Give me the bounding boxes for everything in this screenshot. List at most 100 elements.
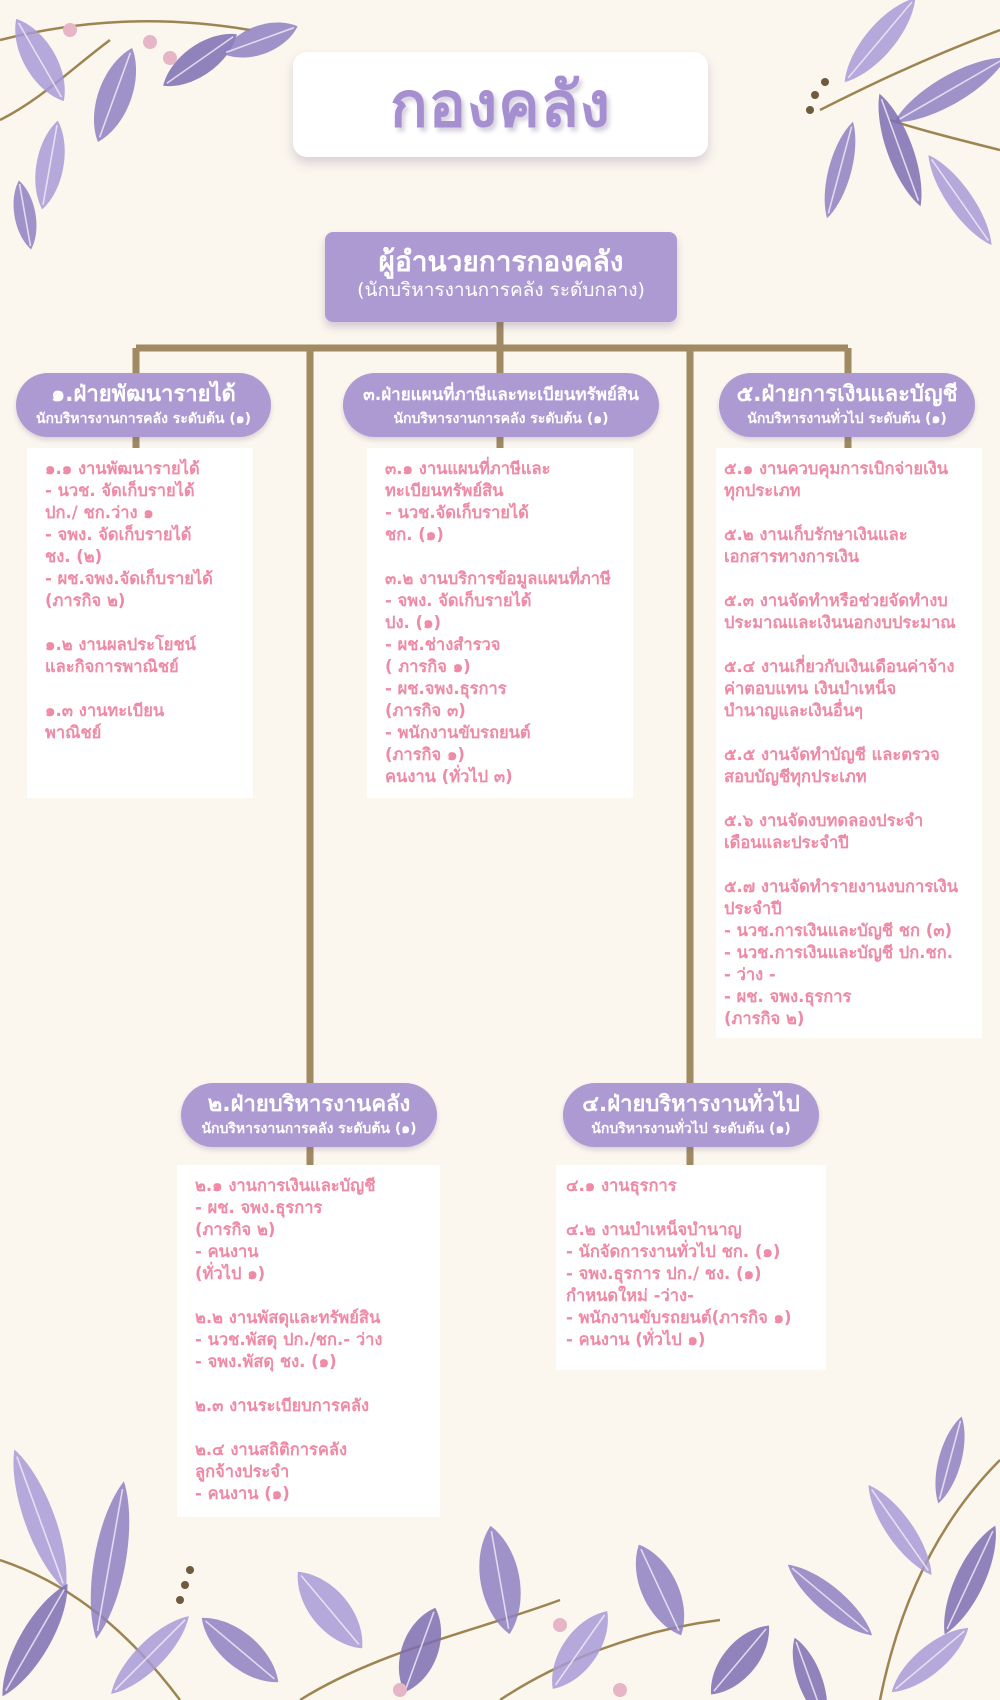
dept-3-title: ๓.ฝ่ายแผนที่ภาษีและทะเบียนทรัพย์สิน (363, 385, 639, 405)
dept-5-section-7: ๕.๗ งานจัดทำรายงานงบการเงิน ประจำปี - นว… (724, 877, 959, 1028)
leaf-bl-3 (2, 1583, 68, 1697)
leaf-tl-1-vein (17, 22, 63, 98)
berry-bc-1 (393, 1683, 407, 1697)
leaf-tl-6-vein (18, 183, 32, 247)
dept-5-section-5: ๕.๕ งานจัดทำบัญชี และตรวจ สอบบัญชีทุกประ… (724, 745, 940, 786)
dept-2-section-3: ๒.๓ งานระเบียบการคลัง (195, 1396, 370, 1415)
leaf-tr-2 (893, 57, 1000, 123)
leaf-br-6 (792, 1637, 828, 1700)
leaf-bl-1-vein (16, 1456, 64, 1584)
leaf-bc-1-vein (300, 1575, 360, 1645)
leaf-tl-3 (163, 33, 237, 87)
leaf-tl-5 (35, 120, 65, 210)
dept-1-section-2: ๑.๒ งานผลประโยชน์ และกิจการพาณิชย์ (45, 635, 196, 676)
leaf-br-1-vein (938, 1420, 962, 1500)
dept-3-header: ๓.ฝ่ายแผนที่ภาษีและทะเบียนทรัพย์สิน นักบ… (343, 373, 659, 437)
leaf-bc-2-vein (405, 1611, 435, 1689)
dot-tr-2 (806, 106, 814, 114)
title-card: กองคลัง (293, 52, 708, 157)
leaf-tl-1 (15, 18, 65, 102)
stem-bc-2 (499, 1618, 721, 1700)
dept-3-section-2: ๓.๒ งานบริการข้อมูลแผนที่ภาษี - จพง. จัด… (385, 569, 611, 786)
leaf-bc-3-vein (490, 1531, 510, 1629)
director-subtitle: (นักบริหารงานการคลัง ระดับกลาง) (357, 279, 645, 301)
leaf-bc-6 (711, 1625, 769, 1695)
berry-tl-3 (63, 23, 77, 37)
dept-1-section-1: ๑.๑ งานพัฒนารายได้ - นวช. จัดเก็บรายได้ … (45, 459, 213, 610)
dept-5-tasks-box: ๕.๑ งานควบคุมการเบิกจ่ายเงิน ทุกประเภท ๕… (716, 448, 982, 1038)
leaf-bl-3-vein (5, 1588, 65, 1692)
dept-2-section-4: ๒.๔ งานสถิติการคลัง ลูกจ้างประจำ - คนงาน… (195, 1440, 348, 1503)
leaf-tr-1-blade (844, 0, 916, 83)
leaf-bc-2 (398, 1607, 442, 1693)
leaf-br-4-vein (791, 1567, 869, 1633)
leaf-bc-5-vein (640, 1548, 680, 1632)
leaf-bl-1 (13, 1449, 67, 1591)
dept-5-subtitle: นักบริหารงานทั่วไป ระดับต้น (๑) (747, 411, 947, 427)
dept-5-header: ๕.ฝ่ายการเงินและบัญชี นักบริหารงานทั่วไป… (719, 373, 975, 437)
leaf-br-5 (891, 1627, 969, 1693)
leaf-bl-4-vein (114, 1619, 186, 1691)
leaf-br-6-blade (792, 1637, 828, 1700)
leaf-br-2-vein (870, 1488, 930, 1572)
dept-2-subtitle: นักบริหารงานการคลัง ระดับต้น (๑) (201, 1121, 417, 1137)
dept-3-subtitle: นักบริหารงานการคลัง ระดับต้น (๑) (393, 411, 609, 427)
berry-bc-3 (613, 1683, 627, 1697)
leaf-tl-4 (222, 22, 298, 58)
leaf-br-3 (944, 1525, 996, 1635)
dept-5-section-2: ๕.๒ งานเก็บรักษาเงินและ เอกสารทางการเงิน (724, 525, 908, 566)
dept-1-section-3: ๑.๓ งานทะเบียน พาณิชย์ (45, 701, 165, 742)
leaf-bl-3-blade (2, 1583, 68, 1697)
berry-tl-1 (143, 35, 157, 49)
leaf-br-3-vein (946, 1530, 994, 1630)
dept-4-tasks-box: ๔.๑ งานธุรการ ๔.๒ งานบำเหน็จบำนาญ - นักจ… (556, 1165, 826, 1370)
dept-4-section-1: ๔.๑ งานธุรการ (566, 1176, 677, 1195)
berry-bc-2 (553, 1618, 567, 1632)
leaf-tl-5-vein (42, 124, 58, 206)
dept-1-header: ๑.ฝ่ายพัฒนารายได้ นักบริหารงานการคลัง ระ… (16, 373, 271, 437)
org-connector-lines (132, 320, 852, 1168)
dept-2-header: ๒.ฝ่ายบริหารงานคลัง นักบริหารงานการคลัง … (181, 1083, 437, 1147)
leaf-tr-3 (878, 93, 922, 207)
leaf-bc-3 (479, 1525, 521, 1635)
leaf-tl-4-vein (225, 26, 295, 54)
dept-4-title: ๔.ฝ่ายบริหารงานทั่วไป (582, 1092, 800, 1117)
leaf-tl-2 (94, 48, 136, 142)
leaf-tr-4-vein (930, 158, 990, 242)
leaf-tr-2-blade (893, 57, 1000, 123)
dept-5-title: ๕.ฝ่ายการเงินและบัญชี (736, 382, 958, 407)
leaf-bc-6-blade (711, 1625, 769, 1695)
dot-bl-1 (181, 1581, 189, 1589)
dept-3-section-1: ๓.๑ งานแผนที่ภาษีและ ทะเบียนทรัพย์สิน - … (385, 459, 551, 544)
leaf-bl-2-vein (96, 1488, 124, 1632)
page-title: กองคลัง (390, 67, 611, 141)
dept-1-tasks-box: ๑.๑ งานพัฒนารายได้ - นวช. จัดเก็บรายได้ … (27, 448, 253, 798)
leaf-tr-4 (928, 154, 992, 246)
stem-bl-1 (0, 1558, 181, 1700)
leaf-tr-2-vein (898, 60, 1000, 120)
leaf-br-2 (868, 1484, 932, 1576)
dept-1-subtitle: นักบริหารงานการคลัง ระดับต้น (๑) (35, 411, 252, 427)
leaf-tl-2-vein (98, 52, 132, 138)
stem-tr-1 (819, 28, 1000, 112)
leaf-tl-3-vein (166, 36, 234, 84)
dept-5-section-4: ๕.๔ งานเกี่ยวกับเงินเดือนค่าจ้าง ค่าตอบแ… (724, 657, 955, 720)
leaf-tl-6 (13, 180, 37, 250)
leaf-br-4 (787, 1564, 873, 1636)
director-box: ผู้อำนวยการกองคลัง (นักบริหารงานการคลัง … (325, 232, 677, 322)
dept-5-section-1: ๕.๑ งานควบคุมการเบิกจ่ายเงิน ทุกประเภท (724, 459, 949, 500)
dept-4-section-2: ๔.๒ งานบำเหน็จบำนาญ - นักจัดการงานทั่วไป… (566, 1220, 792, 1349)
dept-2-tasks-box: ๒.๑ งานการเงินและบัญชี - ผช. จพง.ธุรการ … (177, 1165, 440, 1517)
leaf-bc-5 (635, 1544, 685, 1636)
dept-4-header: ๔.ฝ่ายบริหารงานทั่วไป นักบริหารงานทั่วไป… (563, 1083, 819, 1147)
leaf-tr-1-vein (847, 1, 913, 79)
leaf-bl-4 (111, 1616, 189, 1694)
dot-bl-2 (176, 1596, 184, 1604)
berry-tl-2 (163, 51, 177, 65)
dept-2-title: ๒.ฝ่ายบริหารงานคลัง (207, 1092, 411, 1117)
leaf-br-1 (935, 1416, 965, 1504)
dept-5-section-3: ๕.๓ งานจัดทำหรือช่วยจัดทำงบ ประมาณและเงิ… (724, 591, 956, 632)
dept-2-section-1: ๒.๑ งานการเงินและบัญชี - ผช. จพง.ธุรการ … (195, 1176, 376, 1283)
leaf-bc-1 (297, 1571, 363, 1649)
